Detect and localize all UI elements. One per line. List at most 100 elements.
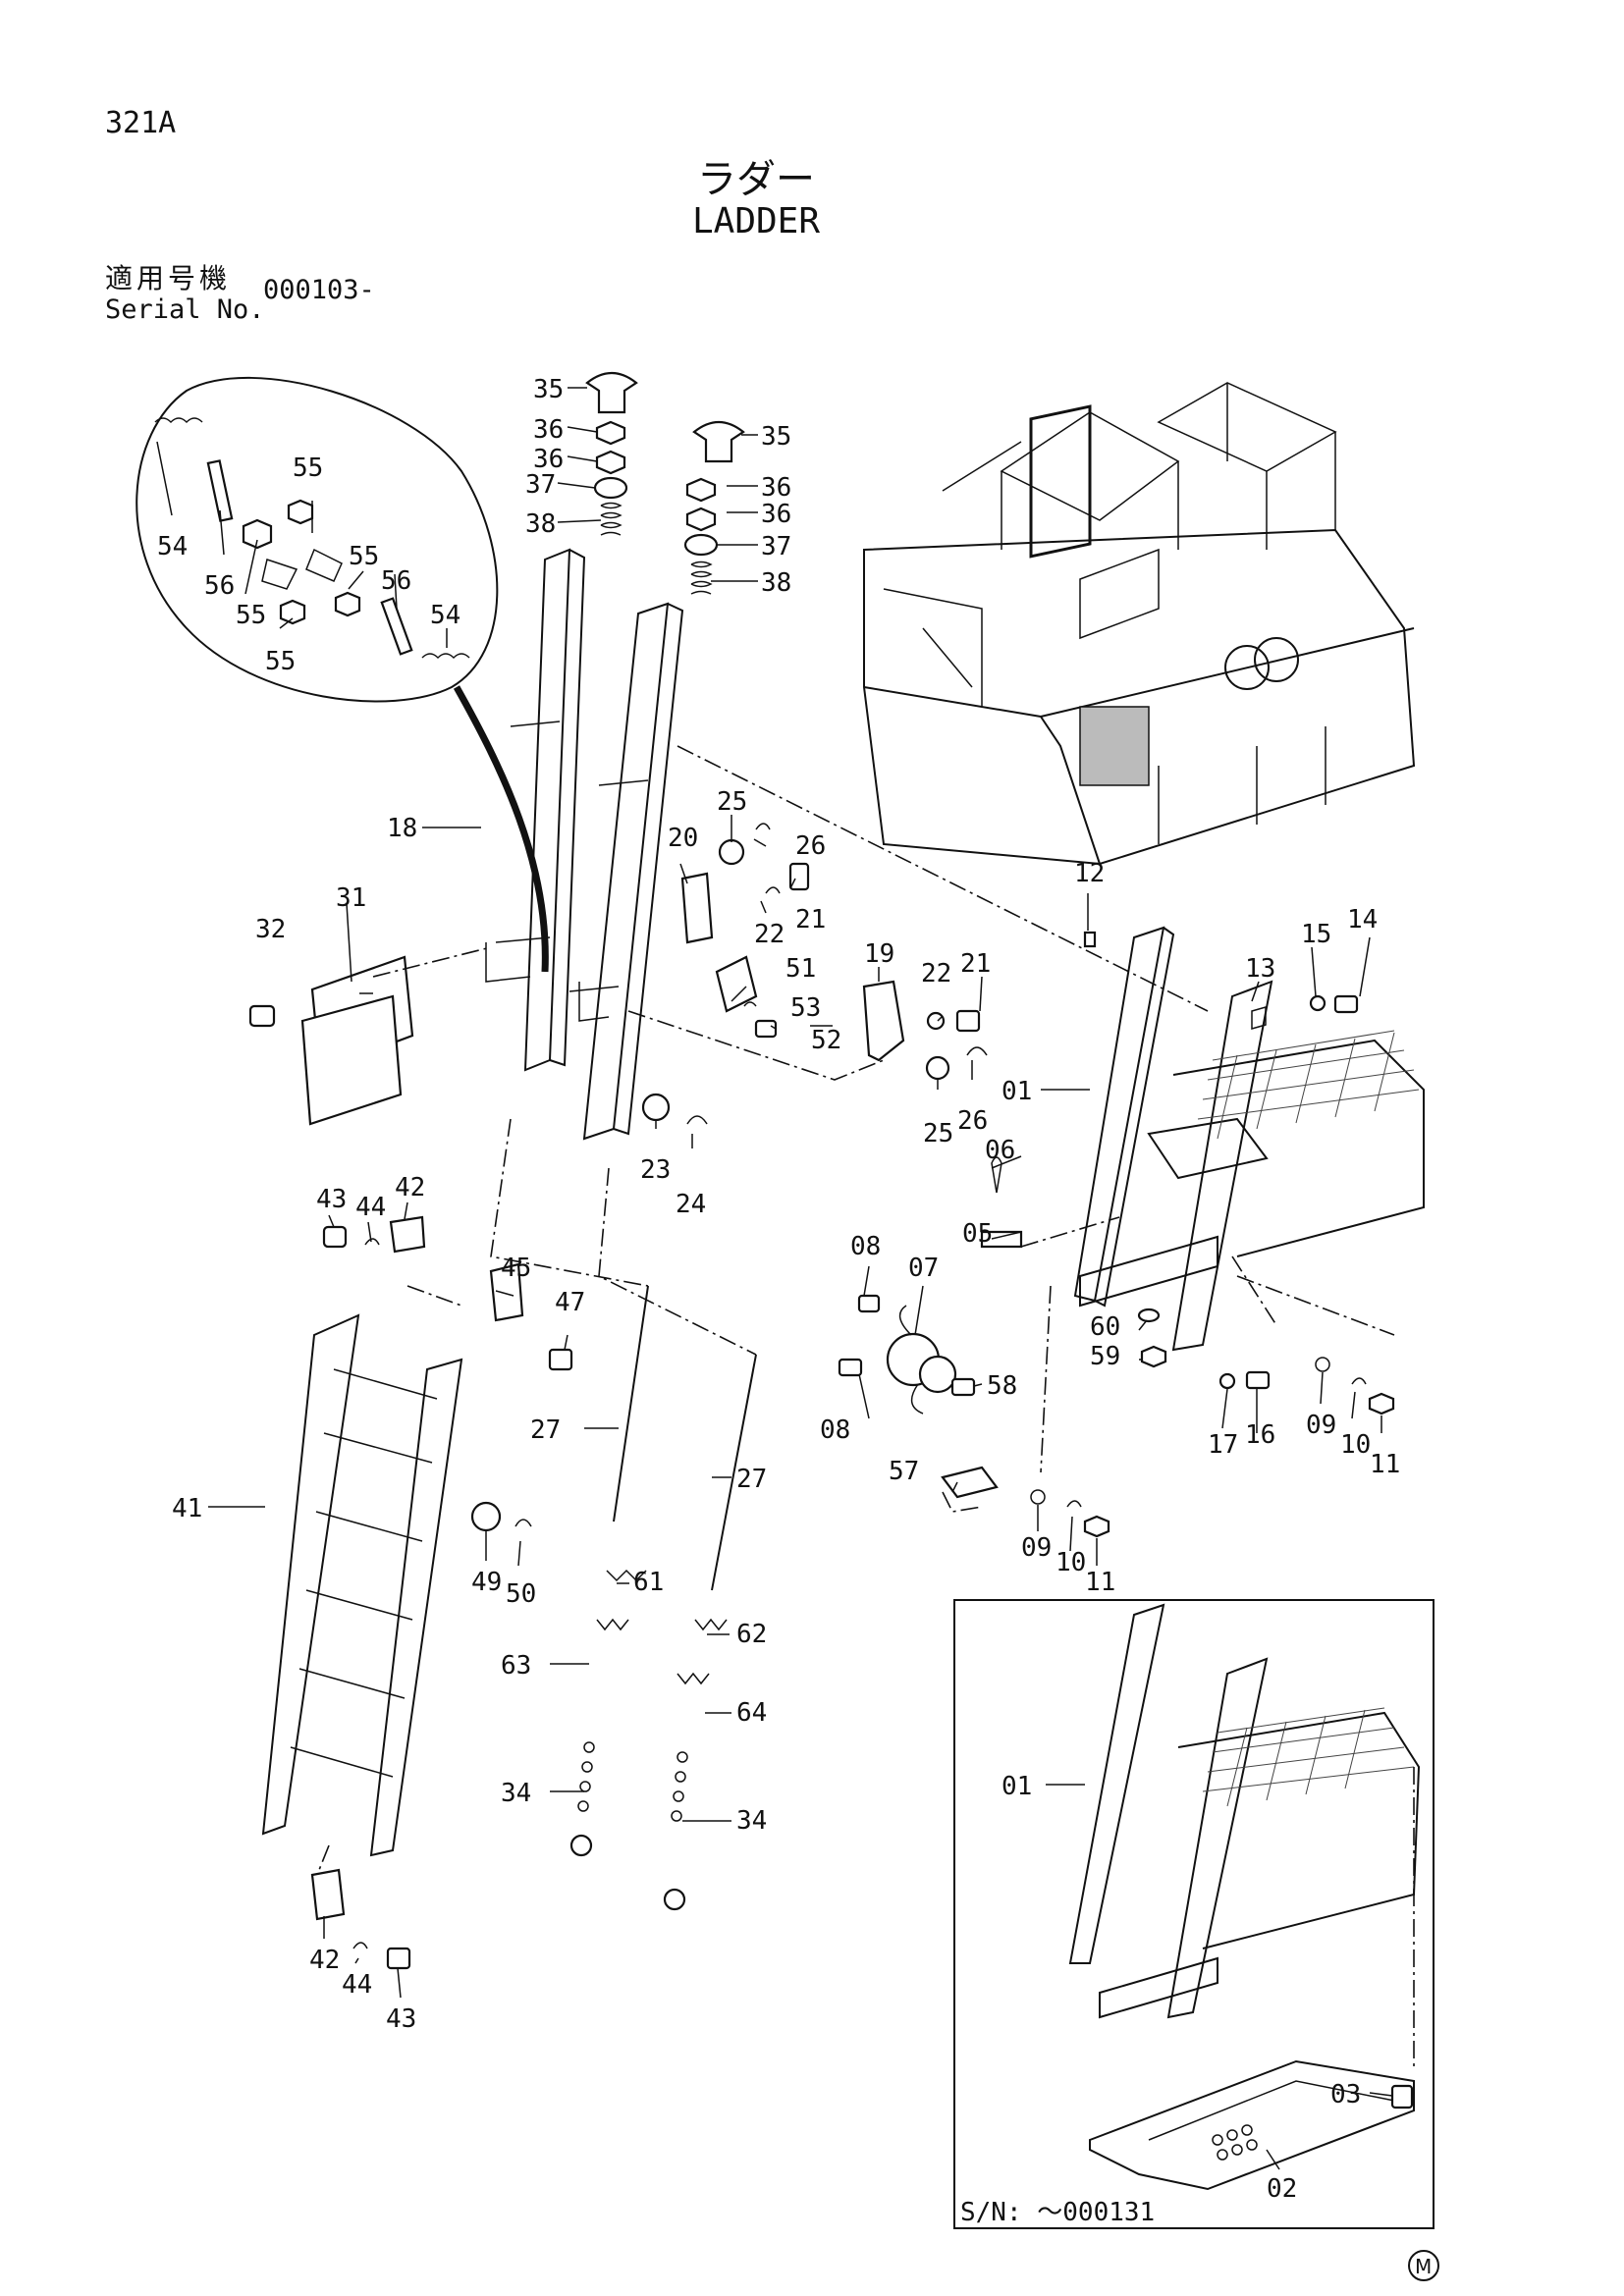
top-hardware (585, 371, 745, 595)
callout-44: 44 (342, 1970, 372, 2000)
callout-56: 56 (381, 566, 411, 596)
page-id: 321A (105, 106, 177, 140)
callout-36: 36 (761, 500, 791, 529)
callout-26: 26 (795, 831, 826, 861)
callout-01: 01 (1001, 1077, 1032, 1106)
serial-label-japanese: 適用号機 (105, 262, 232, 294)
inset-box (953, 1599, 1435, 2229)
callout-27: 27 (736, 1465, 767, 1494)
callout-51: 51 (785, 954, 816, 984)
callout-09: 09 (1306, 1411, 1336, 1440)
callout-22: 22 (754, 920, 785, 949)
callout-44: 44 (355, 1193, 386, 1222)
serial-range: 000103- (263, 275, 375, 305)
page-title-japanese: ラダー (697, 157, 815, 202)
callout-02: 02 (1267, 2174, 1297, 2204)
callout-18: 18 (387, 814, 417, 843)
callout-12: 12 (1074, 859, 1105, 888)
assembly-lines (318, 745, 1395, 1871)
serial-label: Serial No. (105, 294, 265, 325)
page-title: LADDER (691, 201, 821, 241)
detail-magnifier (135, 377, 549, 973)
callout-43: 43 (316, 1185, 347, 1214)
callout-58: 58 (987, 1371, 1017, 1401)
callout-05: 05 (962, 1219, 993, 1249)
callout-16: 16 (1245, 1420, 1275, 1450)
inset-serial-note: S/N: ～000131 (960, 2198, 1155, 2227)
callout-49: 49 (471, 1568, 502, 1597)
callout-34: 34 (736, 1806, 767, 1836)
callout-03: 03 (1330, 2080, 1361, 2109)
callout-34: 34 (501, 1779, 531, 1808)
callout-09: 09 (1021, 1533, 1052, 1563)
callout-60: 60 (1090, 1312, 1120, 1342)
callout-17: 17 (1208, 1430, 1238, 1460)
callout-45: 45 (501, 1254, 531, 1283)
callout-37: 37 (525, 470, 556, 500)
machine-body (863, 382, 1416, 866)
callout-63: 63 (501, 1651, 531, 1681)
callout-55: 55 (236, 601, 266, 630)
callout-55: 55 (349, 542, 379, 571)
callout-54: 54 (430, 601, 460, 630)
callout-50: 50 (506, 1579, 536, 1609)
callout-55: 55 (293, 454, 323, 483)
callout-14: 14 (1347, 905, 1378, 934)
callout-62: 62 (736, 1620, 767, 1649)
callout-38: 38 (761, 568, 791, 598)
callout-38: 38 (525, 509, 556, 539)
callout-54: 54 (157, 532, 188, 561)
callout-11: 11 (1370, 1450, 1400, 1479)
callout-36: 36 (533, 445, 564, 474)
callout-59: 59 (1090, 1342, 1120, 1371)
callout-21: 21 (960, 949, 991, 979)
callout-57: 57 (889, 1457, 919, 1486)
callout-52: 52 (811, 1026, 841, 1055)
callout-36: 36 (761, 473, 791, 503)
slide-rails (485, 548, 684, 1141)
callout-25: 25 (717, 787, 747, 817)
callout-31: 31 (336, 883, 366, 913)
callout-01: 01 (1001, 1772, 1032, 1801)
callout-41: 41 (172, 1494, 202, 1523)
circled-m-icon: M (1408, 2250, 1439, 2281)
callout-24: 24 (676, 1190, 706, 1219)
callout-36: 36 (533, 415, 564, 445)
circled-m-letter: M (1415, 2255, 1432, 2278)
callout-11: 11 (1085, 1568, 1115, 1597)
callout-06: 06 (985, 1136, 1015, 1165)
pivot-hardware (248, 823, 988, 1126)
callout-55: 55 (265, 647, 296, 676)
callout-61: 61 (633, 1568, 664, 1597)
callout-19: 19 (864, 939, 894, 969)
callout-20: 20 (668, 824, 698, 853)
callout-08: 08 (850, 1232, 881, 1261)
callout-10: 10 (1340, 1430, 1371, 1460)
callout-27: 27 (530, 1415, 561, 1445)
callout-42: 42 (309, 1946, 340, 1975)
callout-10: 10 (1056, 1548, 1086, 1577)
callout-21: 21 (795, 905, 826, 934)
callout-22: 22 (921, 959, 951, 988)
callout-07: 07 (908, 1254, 939, 1283)
lower-ladder (261, 1215, 573, 1970)
callout-23: 23 (640, 1155, 671, 1185)
leader-lines (156, 387, 1393, 2170)
callout-15: 15 (1301, 920, 1331, 949)
callout-56: 56 (204, 571, 235, 601)
callout-26: 26 (957, 1106, 988, 1136)
callout-43: 43 (386, 2004, 416, 2034)
callout-35: 35 (533, 375, 564, 404)
callout-53: 53 (790, 993, 821, 1023)
callout-64: 64 (736, 1698, 767, 1728)
callout-42: 42 (395, 1173, 425, 1202)
callout-37: 37 (761, 532, 791, 561)
callout-32: 32 (255, 915, 286, 944)
callout-25: 25 (923, 1119, 953, 1148)
callout-47: 47 (555, 1288, 585, 1317)
callout-08: 08 (820, 1415, 850, 1445)
guide-rods-chains (569, 1285, 757, 1911)
callout-labels: 35 36 36 37 38 35 36 36 37 38 55 54 56 5… (157, 375, 1400, 2227)
callout-13: 13 (1245, 954, 1275, 984)
platform-step (838, 926, 1425, 1538)
